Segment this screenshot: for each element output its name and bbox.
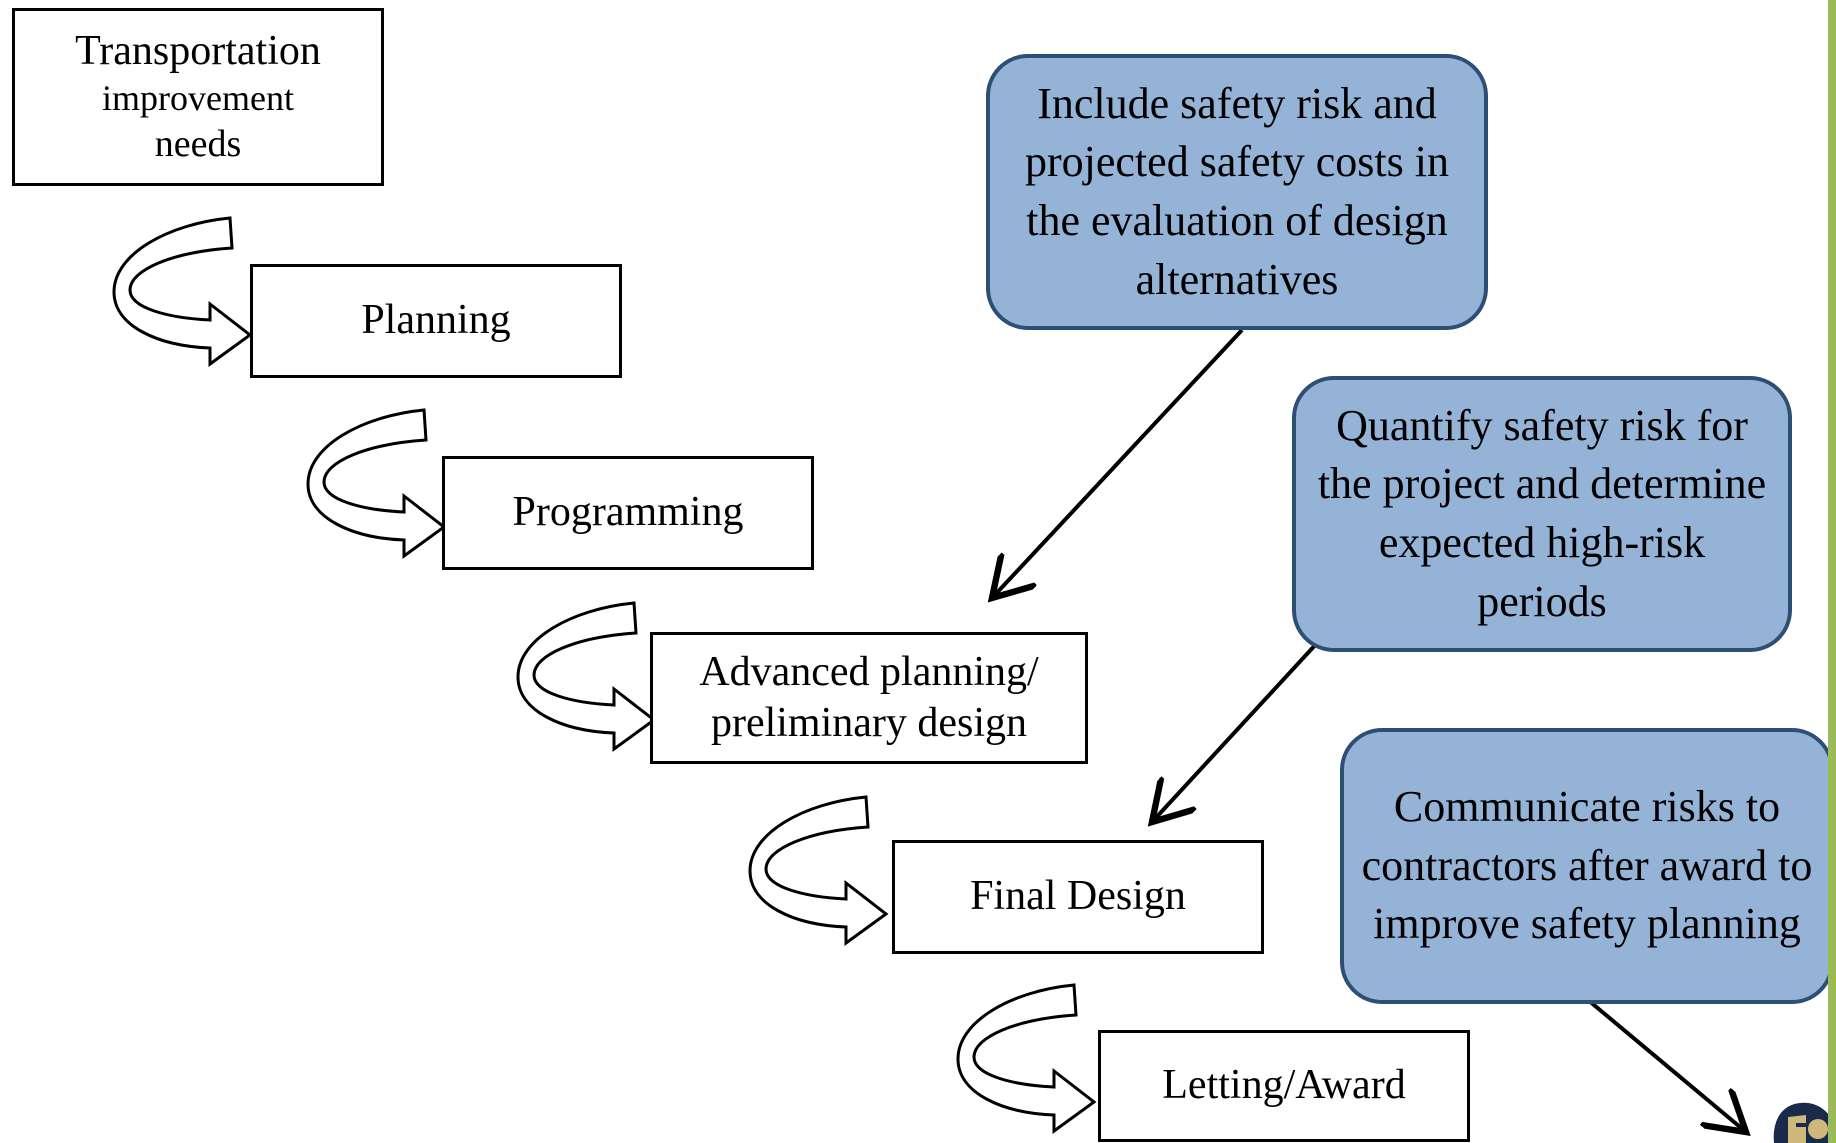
step-label: Final Design [970,873,1186,920]
step-line: needs [154,123,242,166]
university-logo [1773,1102,1834,1143]
curved-arrow-icon [748,795,888,945]
note-text: Communicate risks to contractors after a… [1361,782,1813,949]
curved-arrow-icon [516,601,656,751]
curved-arrow-icon [956,983,1096,1133]
side-accent-bar [1828,0,1836,1143]
pointer-arrow-icon [1152,640,1320,822]
step-transportation-needs: Transportation improvement needs [12,8,384,186]
step-line: Transportation [75,28,321,75]
step-programming: Programming [442,456,814,570]
curved-arrow-icon [112,216,252,366]
step-final-design: Final Design [892,840,1264,954]
note-text: Quantify safety risk for the project and… [1317,400,1767,626]
note-safety-costs: Include safety risk and projected safety… [986,54,1488,330]
curved-arrow-icon [306,408,446,558]
step-label: Planning [361,297,511,344]
note-text: Include safety risk and projected safety… [1025,78,1449,304]
note-quantify-risk: Quantify safety risk for the project and… [1292,376,1792,652]
step-line: preliminary design [710,700,1028,746]
step-letting-award: Letting/Award [1098,1030,1470,1142]
step-planning: Planning [250,264,622,378]
step-advanced-planning: Advanced planning/ preliminary design [650,632,1088,764]
step-line: improvement [102,78,294,119]
step-line: Advanced planning/ [699,648,1039,695]
pointer-arrow-icon [1586,998,1746,1132]
step-label: Programming [512,489,744,536]
note-communicate-risks: Communicate risks to contractors after a… [1340,728,1834,1004]
pointer-arrow-icon [992,328,1244,598]
step-label: Letting/Award [1162,1062,1406,1109]
